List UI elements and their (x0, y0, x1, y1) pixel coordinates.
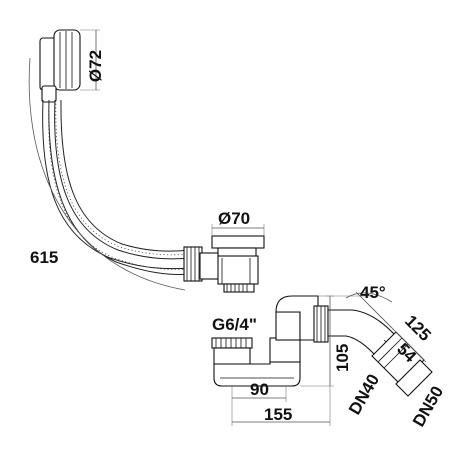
dim-g64-label: G6/4" (212, 315, 257, 334)
dim-155-label: 155 (264, 405, 292, 424)
dim-90: 90 (231, 380, 287, 402)
dim-d72-label: Ø72 (86, 50, 105, 82)
overflow-head (39, 29, 81, 103)
flexible-hose (42, 99, 191, 275)
dim-155: 155 (231, 386, 331, 426)
drain-assembly (183, 235, 265, 293)
dim-d70: Ø70 (211, 209, 265, 236)
dim-615-label: 615 (30, 248, 58, 267)
dim-angle45: 45° (326, 283, 393, 303)
dim-105-label: 105 (333, 344, 352, 372)
dim-d72: Ø72 (80, 29, 105, 91)
siphon-assembly (211, 295, 433, 397)
dim-d70-label: Ø70 (218, 209, 250, 228)
dim-dn40-label: DN40 (345, 371, 383, 418)
dim-615: 615 (28, 57, 186, 291)
dim-105: 105 (300, 295, 352, 387)
dim-angle45-label: 45° (360, 283, 386, 302)
dim-90-label: 90 (250, 380, 269, 399)
